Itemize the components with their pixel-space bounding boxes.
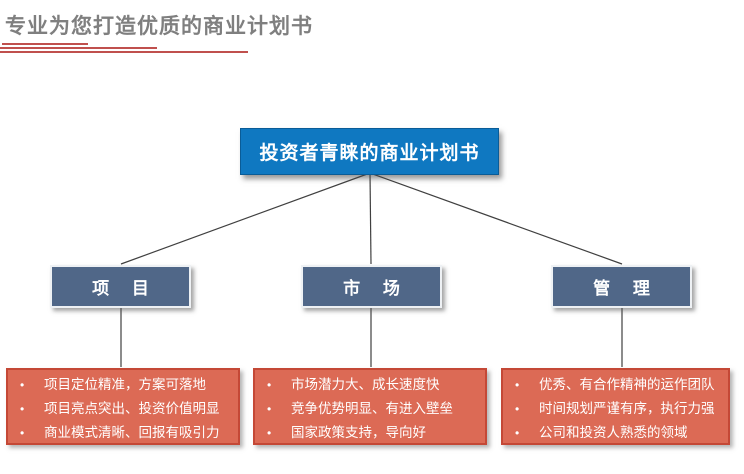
detail-box-market: • 市场潜力大、成长速度快 • 竞争优势明显、有进入壁垒 • 国家政策支持，导向…	[253, 368, 487, 445]
branch-label-management: 管 理	[593, 279, 659, 298]
bullet-row: • 市场潜力大、成长速度快	[267, 373, 481, 397]
root-node-label: 投资者青睐的商业计划书	[259, 143, 480, 164]
bullet-icon: •	[515, 378, 520, 392]
branch-box-management: 管 理	[551, 265, 692, 308]
detail-box-management: • 优秀、有合作精神的运作团队 • 时间规划严谨有序，执行力强 • 公司和投资人…	[501, 368, 730, 445]
title-underline-long	[0, 51, 248, 53]
bullet-text: 竞争优势明显、有进入壁垒	[291, 401, 453, 416]
root-node-box: 投资者青睐的商业计划书	[240, 128, 499, 175]
bullet-row: • 优秀、有合作精神的运作团队	[515, 373, 724, 397]
branch-label-market: 市 场	[343, 279, 409, 298]
branch-label-project: 项 目	[92, 279, 158, 298]
title-underline-medium	[0, 47, 157, 49]
bullet-icon: •	[515, 402, 520, 416]
bullet-icon: •	[515, 426, 520, 440]
bullet-text: 国家政策支持，导向好	[291, 425, 426, 440]
bullet-icon: •	[267, 402, 272, 416]
bullet-icon: •	[20, 402, 25, 416]
bullet-icon: •	[20, 378, 25, 392]
bullet-row: • 国家政策支持，导向好	[267, 421, 481, 445]
bullet-text: 商业模式清晰、回报有吸引力	[44, 425, 220, 440]
bullet-icon: •	[267, 378, 272, 392]
bullet-row: • 公司和投资人熟悉的领域	[515, 421, 724, 445]
bullet-text: 优秀、有合作精神的运作团队	[539, 377, 715, 392]
bullet-row: • 项目定位精准，方案可落地	[20, 373, 234, 397]
bullet-text: 市场潜力大、成长速度快	[291, 377, 440, 392]
bullet-text: 项目定位精准，方案可落地	[44, 377, 206, 392]
title-underline-short	[2, 43, 88, 45]
bullet-text: 公司和投资人熟悉的领域	[539, 425, 688, 440]
bullet-text: 时间规划严谨有序，执行力强	[539, 401, 715, 416]
bullet-icon: •	[20, 426, 25, 440]
bullet-row: • 商业模式清晰、回报有吸引力	[20, 421, 234, 445]
bullet-row: • 时间规划严谨有序，执行力强	[515, 397, 724, 421]
bullet-text: 项目亮点突出、投资价值明显	[44, 401, 220, 416]
branch-box-market: 市 场	[301, 265, 442, 308]
detail-box-project: • 项目定位精准，方案可落地 • 项目亮点突出、投资价值明显 • 商业模式清晰、…	[6, 368, 240, 445]
branch-box-project: 项 目	[50, 265, 191, 308]
bullet-row: • 项目亮点突出、投资价值明显	[20, 397, 234, 421]
bullet-row: • 竞争优势明显、有进入壁垒	[267, 397, 481, 421]
bullet-icon: •	[267, 426, 272, 440]
page-title: 专业为您打造优质的商业计划书	[5, 15, 313, 38]
